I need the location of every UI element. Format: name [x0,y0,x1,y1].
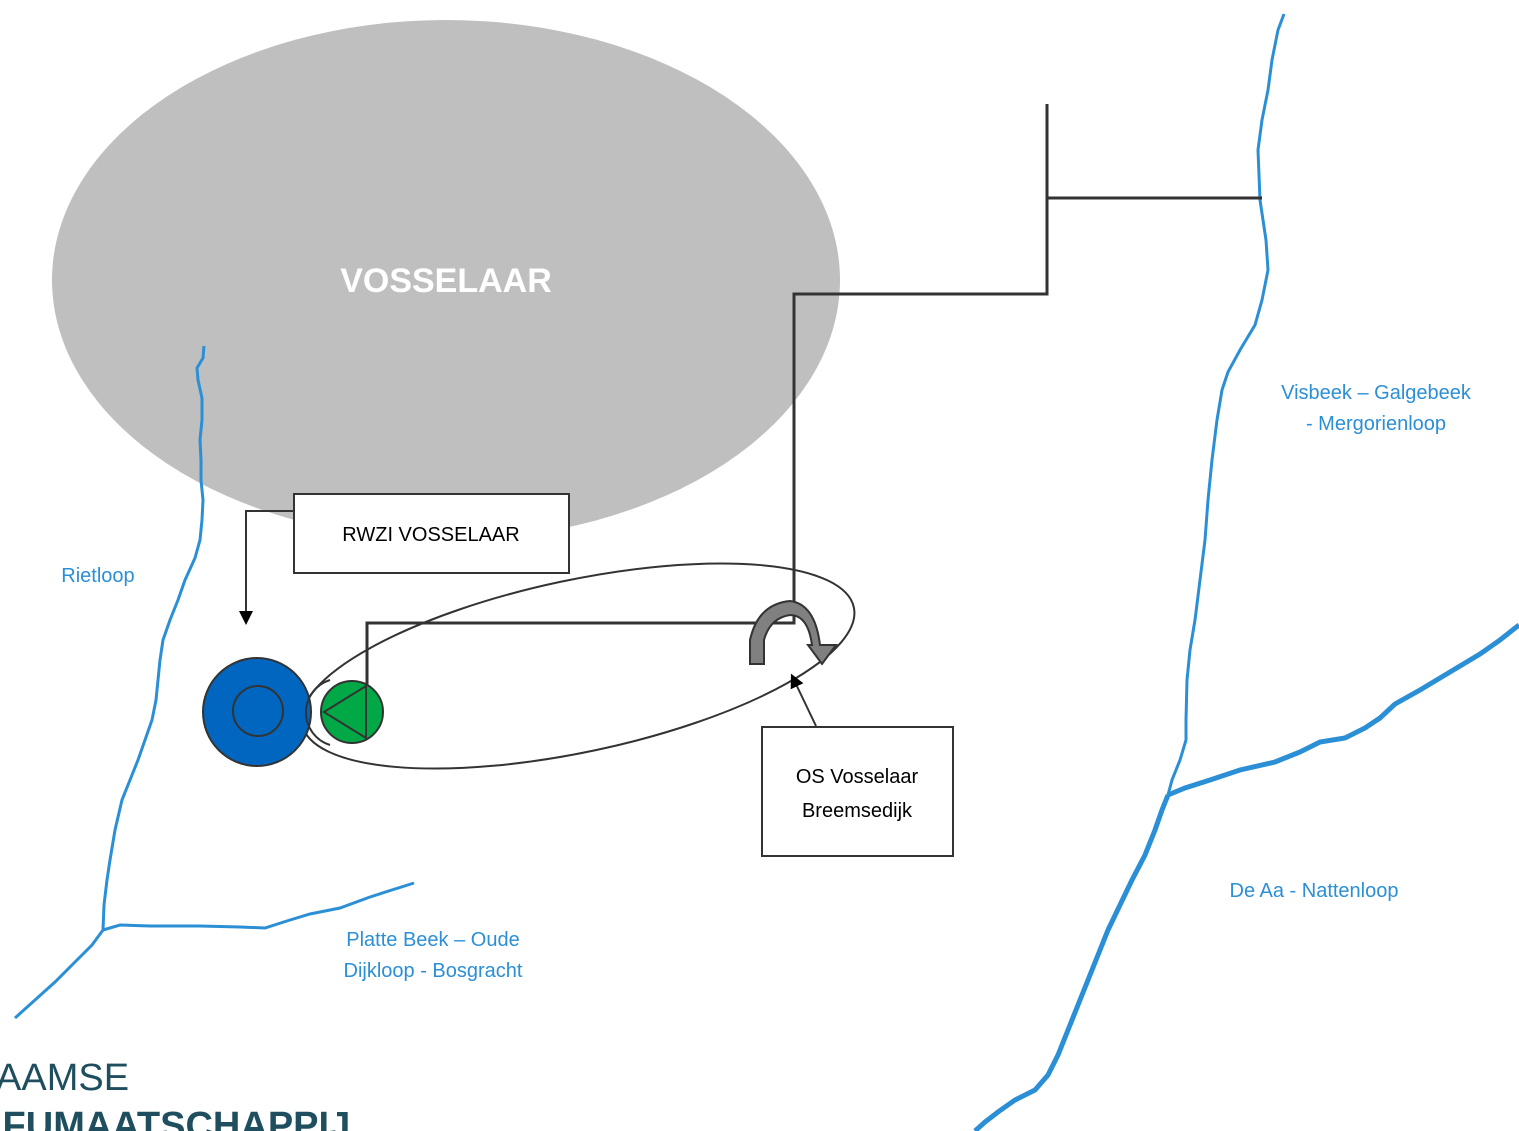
river-de-aa-east [1167,623,1519,798]
river-platte-beek [102,881,415,932]
overflow-station-pointer [790,673,817,727]
logo-line1: AAMSE [0,1057,129,1099]
label-platte-beek-line2: Dijkloop - Bosgracht [344,960,523,982]
plant-label-box [293,493,570,574]
town-area [52,20,840,540]
overflow-station-label-line1: OS Vosselaar [796,766,919,788]
pump-station-icon [320,680,384,744]
river-rietloop [101,345,206,931]
influent-arrow [239,510,294,625]
overflow-station-label-line2: Breemsedijk [802,800,913,822]
overflow-station-box [761,726,954,857]
label-platte-beek-line1: Platte Beek – Oude [346,929,519,951]
river-de-aa [973,794,1171,1131]
overflow-pipe-main [365,104,1049,693]
label-de-aa: De Aa - Nattenloop [1230,880,1399,902]
river-visbeek [1166,13,1286,796]
plant-label: RWZI VOSSELAAR [342,524,519,546]
town-label: VOSSELAAR [340,262,552,300]
label-visbeek-line2: - Mergorienloop [1306,413,1446,435]
overflow-arrow-icon [749,599,838,666]
organization-logo: AAMSE IFUMAATSCHAPPIJ [0,1057,350,1131]
clarifier-tank-icon [202,657,331,767]
logo-line2: IFUMAATSCHAPPIJ [0,1105,350,1131]
label-rietloop: Rietloop [61,565,134,587]
label-visbeek-line1: Visbeek – Galgebeek [1281,382,1472,404]
river-rietloop-lower [13,929,105,1020]
